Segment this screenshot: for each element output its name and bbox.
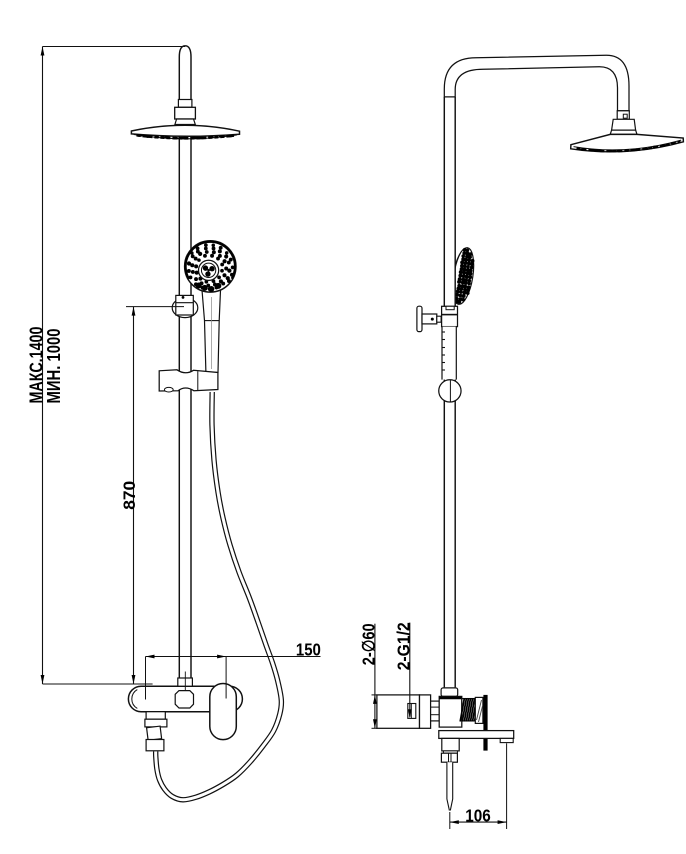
svg-text:870: 870 bbox=[120, 481, 139, 510]
svg-text:МИН. 1000: МИН. 1000 bbox=[44, 329, 64, 404]
svg-text:2-∅60: 2-∅60 bbox=[358, 623, 378, 665]
svg-text:150: 150 bbox=[296, 640, 321, 660]
svg-text:2-G1/2: 2-G1/2 bbox=[393, 622, 413, 670]
svg-text:МАКС.1400: МАКС.1400 bbox=[26, 327, 46, 404]
svg-text:106: 106 bbox=[465, 805, 491, 825]
